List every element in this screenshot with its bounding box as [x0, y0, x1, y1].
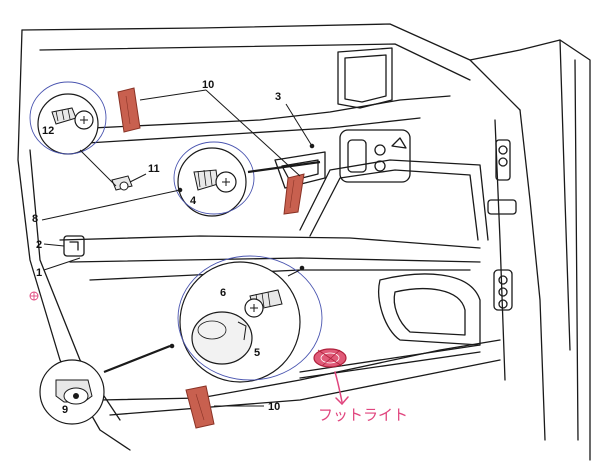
loupe-screw-6-clip-5 [177, 255, 323, 383]
callout-5: 5 [254, 347, 260, 359]
callout-8: 8 [32, 213, 38, 225]
callout-11: 11 [148, 163, 160, 175]
clip-11 [111, 175, 133, 191]
trim-tool-top-left [117, 87, 141, 133]
foot-light-annotation: フットライト [318, 406, 408, 424]
pink-marker-symbol [29, 291, 39, 301]
loupe-clip-9 [39, 359, 105, 425]
callout-9: 9 [62, 404, 68, 416]
callout-2: 2 [36, 239, 42, 251]
foot-light-lamp [313, 348, 347, 368]
callout-6: 6 [220, 287, 226, 299]
trim-tool-bottom [185, 385, 215, 429]
callout-12: 12 [42, 125, 54, 137]
loupe-screw-12 [29, 81, 107, 155]
loupe-screw-4 [173, 141, 255, 217]
callout-3: 3 [275, 91, 281, 103]
door-frame [17, 23, 591, 461]
callout-10-top: 10 [202, 79, 214, 91]
annotation-arrow [334, 371, 349, 406]
leader-lines [41, 89, 321, 407]
trim-tool-center [283, 173, 305, 215]
callout-10-bottom: 10 [268, 401, 280, 413]
callout-4: 4 [190, 195, 197, 207]
callout-1: 1 [36, 267, 42, 279]
